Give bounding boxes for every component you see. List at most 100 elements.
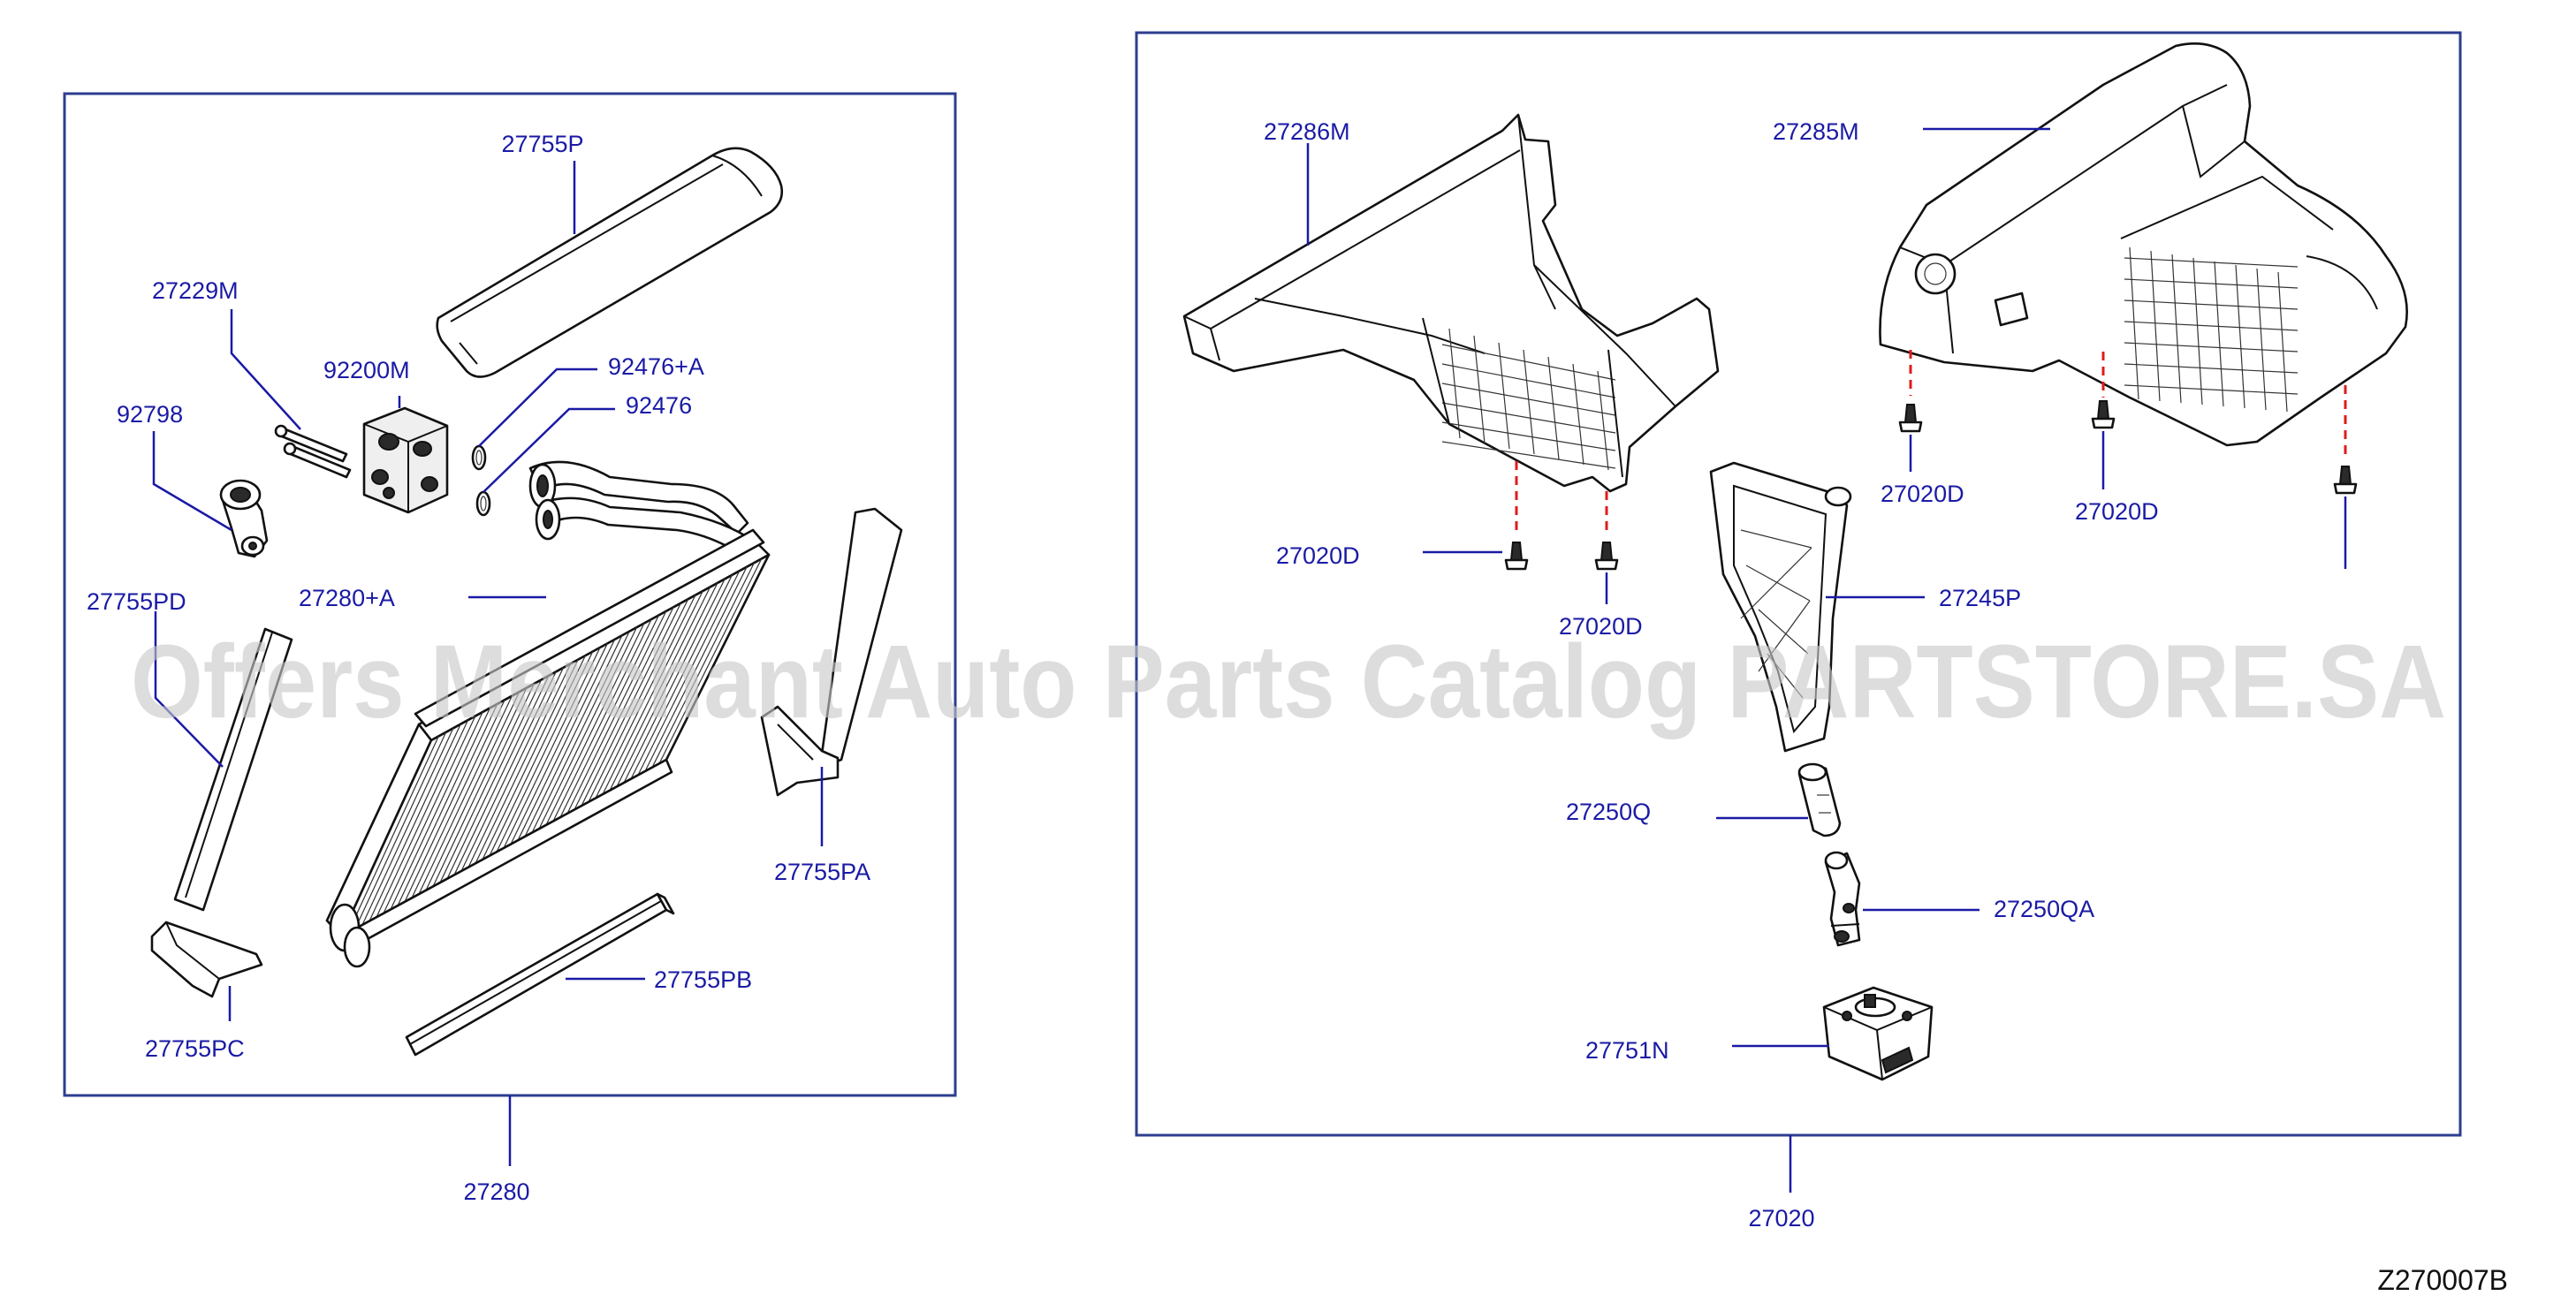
label-27245P: 27245P: [1939, 585, 2021, 611]
fin-line: [510, 643, 608, 845]
part-27245P-link: [1709, 461, 1852, 753]
part-27250QA-lever: [1824, 851, 1861, 947]
fin-line: [538, 626, 638, 830]
grid-line: [1547, 356, 1560, 460]
fin-line: [503, 647, 601, 849]
fin-line: [439, 683, 535, 883]
leader-27229M: [230, 309, 301, 430]
fin-line: [595, 595, 696, 799]
housing-285m-grid: [2124, 246, 2299, 413]
screw-27020D-3: [1898, 404, 1923, 433]
grid-line: [2214, 261, 2224, 407]
grid-line: [2171, 254, 2182, 404]
label-27286M: 27286M: [1264, 118, 1350, 145]
fin-line: [489, 655, 586, 856]
screw-27020D-5: [2333, 466, 2358, 495]
part-92200M-expansion-valve: [362, 406, 449, 514]
grid-line: [1441, 344, 1616, 381]
fin-line: [475, 663, 572, 864]
fin-line: [658, 558, 763, 764]
grid-line: [2150, 250, 2161, 402]
part-27751N-actuator: [1822, 986, 1934, 1081]
screw-27020D-1: [1504, 542, 1529, 571]
grid-line: [2129, 246, 2139, 400]
fin-line: [397, 708, 490, 906]
fin-line: [559, 615, 659, 818]
fin-line: [651, 562, 755, 768]
label-assembly-27020: 27020: [1748, 1205, 1814, 1231]
label-27755PC: 27755PC: [145, 1035, 245, 1062]
grid-line: [1597, 370, 1609, 471]
fin-line: [531, 631, 630, 833]
fin-line: [517, 639, 616, 841]
fin-line: [545, 623, 645, 826]
part-27280A-evaporator-core: [325, 528, 771, 968]
fin-line: [404, 703, 498, 903]
fin-line: [644, 566, 748, 772]
part-92476-orings: [471, 444, 491, 517]
fin-line: [482, 659, 579, 860]
fin-line: [588, 598, 689, 803]
label-27020D-3: 27020D: [1881, 481, 1964, 507]
label-27751N: 27751N: [1585, 1037, 1669, 1064]
grid-line: [1441, 402, 1616, 434]
fin-line: [369, 724, 461, 921]
part-27755PA-bracket: [760, 507, 903, 797]
grid-line: [1498, 342, 1510, 450]
fin-line: [496, 651, 594, 853]
fin-line: [574, 607, 674, 810]
fin-line: [623, 579, 726, 784]
fin-line: [602, 590, 703, 795]
label-27755PD: 27755PD: [87, 588, 186, 615]
label-27020D-2: 27020D: [1559, 613, 1643, 640]
label-27250QA: 27250QA: [1994, 896, 2094, 922]
grid-line: [2124, 321, 2299, 331]
fin-line: [566, 610, 667, 815]
label-92476: 92476: [626, 392, 692, 419]
fin-line: [453, 675, 550, 875]
grid-line: [2124, 299, 2299, 310]
grid-line: [2277, 271, 2288, 413]
fin-line: [460, 671, 557, 872]
grid-line: [2124, 384, 2299, 395]
grid-line: [1572, 363, 1584, 466]
part-27229M-bolts: [274, 424, 352, 479]
fin-line: [425, 691, 521, 891]
fin-line: [376, 719, 469, 918]
part-27285M-housing: [1879, 42, 2408, 447]
grid-line: [2124, 342, 2299, 352]
fin-line: [446, 679, 543, 880]
screw-27020D-2: [1594, 542, 1619, 571]
fin-line: [524, 635, 623, 837]
grid-line: [2124, 257, 2299, 268]
leader-27755PD: [154, 611, 224, 768]
leader-92476A: [478, 368, 597, 447]
part-92798-fitting: [219, 479, 269, 558]
fin-line: [432, 687, 528, 887]
leader-92798: [152, 431, 232, 532]
grid-line: [1448, 328, 1461, 439]
part-27755P-cover: [436, 147, 784, 378]
label-27250Q: 27250Q: [1566, 799, 1651, 825]
fin-line: [347, 736, 439, 933]
part-27755PC-bracket: [150, 921, 263, 998]
fin-line: [383, 716, 476, 914]
fin-line: [354, 731, 447, 929]
fin-line: [581, 602, 681, 807]
label-27020D-1: 27020D: [1276, 542, 1360, 569]
grid-line: [1441, 441, 1616, 469]
fin-line: [616, 582, 718, 787]
label-27755P: 27755P: [501, 131, 583, 157]
fin-line: [411, 700, 505, 898]
grid-line: [1441, 383, 1616, 416]
fin-line: [630, 574, 733, 780]
grid-line: [1441, 421, 1616, 451]
fin-line: [361, 728, 454, 926]
leader-92476: [483, 407, 615, 493]
part-27755PD-side-panel: [173, 627, 293, 912]
label-92476A: 92476+A: [608, 353, 704, 380]
fin-line: [467, 667, 565, 868]
grid-line: [2124, 278, 2299, 289]
grid-line: [1473, 335, 1486, 444]
